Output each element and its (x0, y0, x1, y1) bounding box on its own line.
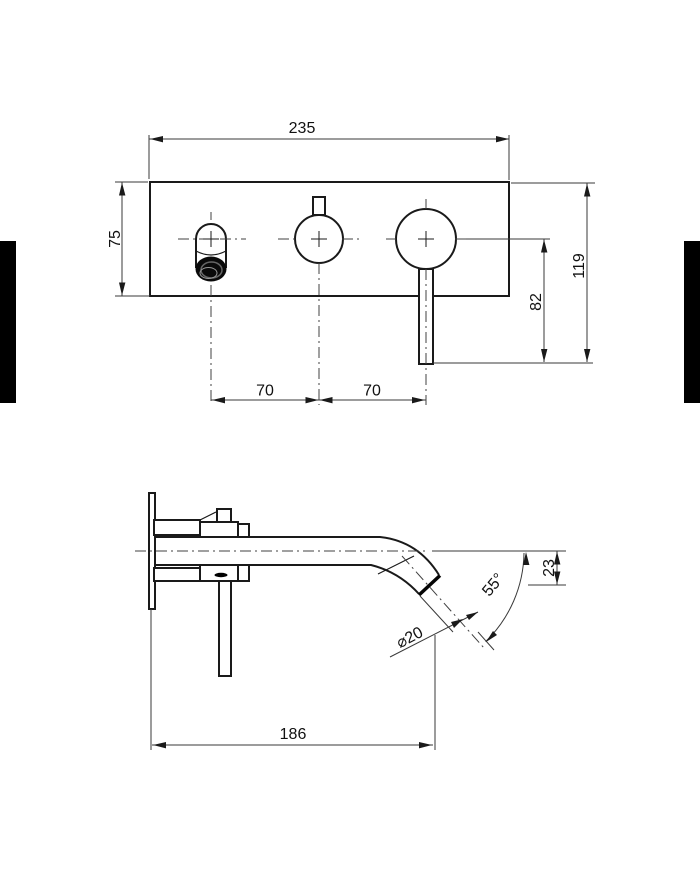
handle-side (153, 564, 250, 677)
center-cross-handle (418, 231, 434, 247)
side-centerlines (135, 550, 485, 649)
left-crop-bar (0, 241, 16, 403)
dim-width-235: 235 (148, 120, 510, 180)
dim-55-arrow-bottom (486, 631, 497, 642)
spout-tube-bottom-edge (154, 564, 420, 595)
front-view: 235 75 119 82 (107, 120, 595, 405)
dim-75-lines (115, 181, 150, 297)
spout-end-face (417, 574, 442, 597)
dim-75-arrow-top (119, 182, 126, 196)
knob-step-side (237, 523, 250, 538)
knob-side (153, 508, 250, 538)
handle-sleeve-side (153, 567, 201, 582)
dim-186-arrow-right (419, 742, 432, 749)
side-view: 186 23 55° ⌀20 (135, 492, 566, 750)
dim-235-label: 235 (289, 120, 316, 137)
dim-119-arrow-top (584, 183, 591, 197)
dim-75-arrow-bottom (119, 282, 126, 296)
dim-235-arrow-right (496, 136, 509, 143)
dim-70-left-label: 70 (256, 383, 274, 400)
dim-angle-55: 55° (477, 552, 530, 651)
dim-82-arrow-bottom (541, 349, 548, 362)
dim-70-right-label: 70 (363, 383, 381, 400)
dim-70-arrow-1 (212, 397, 225, 404)
dim-119-lines (433, 182, 595, 364)
dim-plate-height-75: 75 (107, 181, 150, 297)
dim-spacing-70-70: 70 70 (211, 383, 426, 404)
dim-23-label: 23 (541, 559, 558, 577)
dim-70-arrow-4 (412, 397, 425, 404)
dim-d20-arrow-2 (451, 619, 463, 628)
spout-outlet-highlight (199, 267, 218, 279)
dim-186-label: 186 (280, 726, 307, 743)
handle-indicator-mark (214, 572, 228, 578)
dim-overall-height-119: 119 (433, 182, 595, 364)
dim-drop-23: 23 (432, 550, 566, 586)
dim-235-arrow-left (150, 136, 163, 143)
knob-stem-side (216, 508, 232, 523)
knob-wedge-line (199, 511, 217, 521)
dim-d20-arrow-1 (466, 612, 478, 620)
dim-82-label: 82 (528, 293, 545, 311)
knob-sleeve-side (153, 519, 201, 536)
spout-joint-line-side (377, 555, 415, 575)
knob-stem (312, 196, 326, 216)
dim-119-label: 119 (571, 253, 588, 279)
dim-d20-lines (389, 595, 479, 658)
dim-186-lines (150, 609, 436, 750)
center-cross-knob (311, 231, 327, 247)
spout-joint-line (195, 250, 227, 256)
handle-step-side (237, 564, 250, 582)
center-cross-spout (203, 231, 219, 247)
dim-119-arrow-bottom (584, 349, 591, 362)
dim-55-label: 55° (479, 570, 508, 599)
dim-reach-186: 186 (150, 609, 436, 750)
dim-23-arrow-top (554, 551, 561, 565)
dim-55-arrow-top (523, 552, 530, 565)
dim-23-arrow-bottom (554, 571, 561, 585)
knob-block-side (199, 521, 239, 538)
dim-70-arrow-3 (319, 397, 333, 404)
right-crop-bar (684, 241, 700, 403)
dim-186-arrow-left (153, 742, 166, 749)
dim-70-arrow-2 (305, 397, 319, 404)
spout-side (154, 536, 442, 597)
dim-d20-label: ⌀20 (394, 624, 426, 652)
dim-235-lines (148, 135, 510, 180)
dim-82-lines (466, 238, 550, 362)
dim-75-label: 75 (107, 230, 124, 248)
spout-tube-top-edge (154, 536, 440, 576)
front-centerlines (178, 199, 466, 405)
dim-82-arrow-top (541, 239, 548, 253)
dim-55-tick (477, 631, 495, 651)
dim-handle-drop-82: 82 (466, 238, 550, 362)
handle-lever-side (218, 580, 232, 677)
